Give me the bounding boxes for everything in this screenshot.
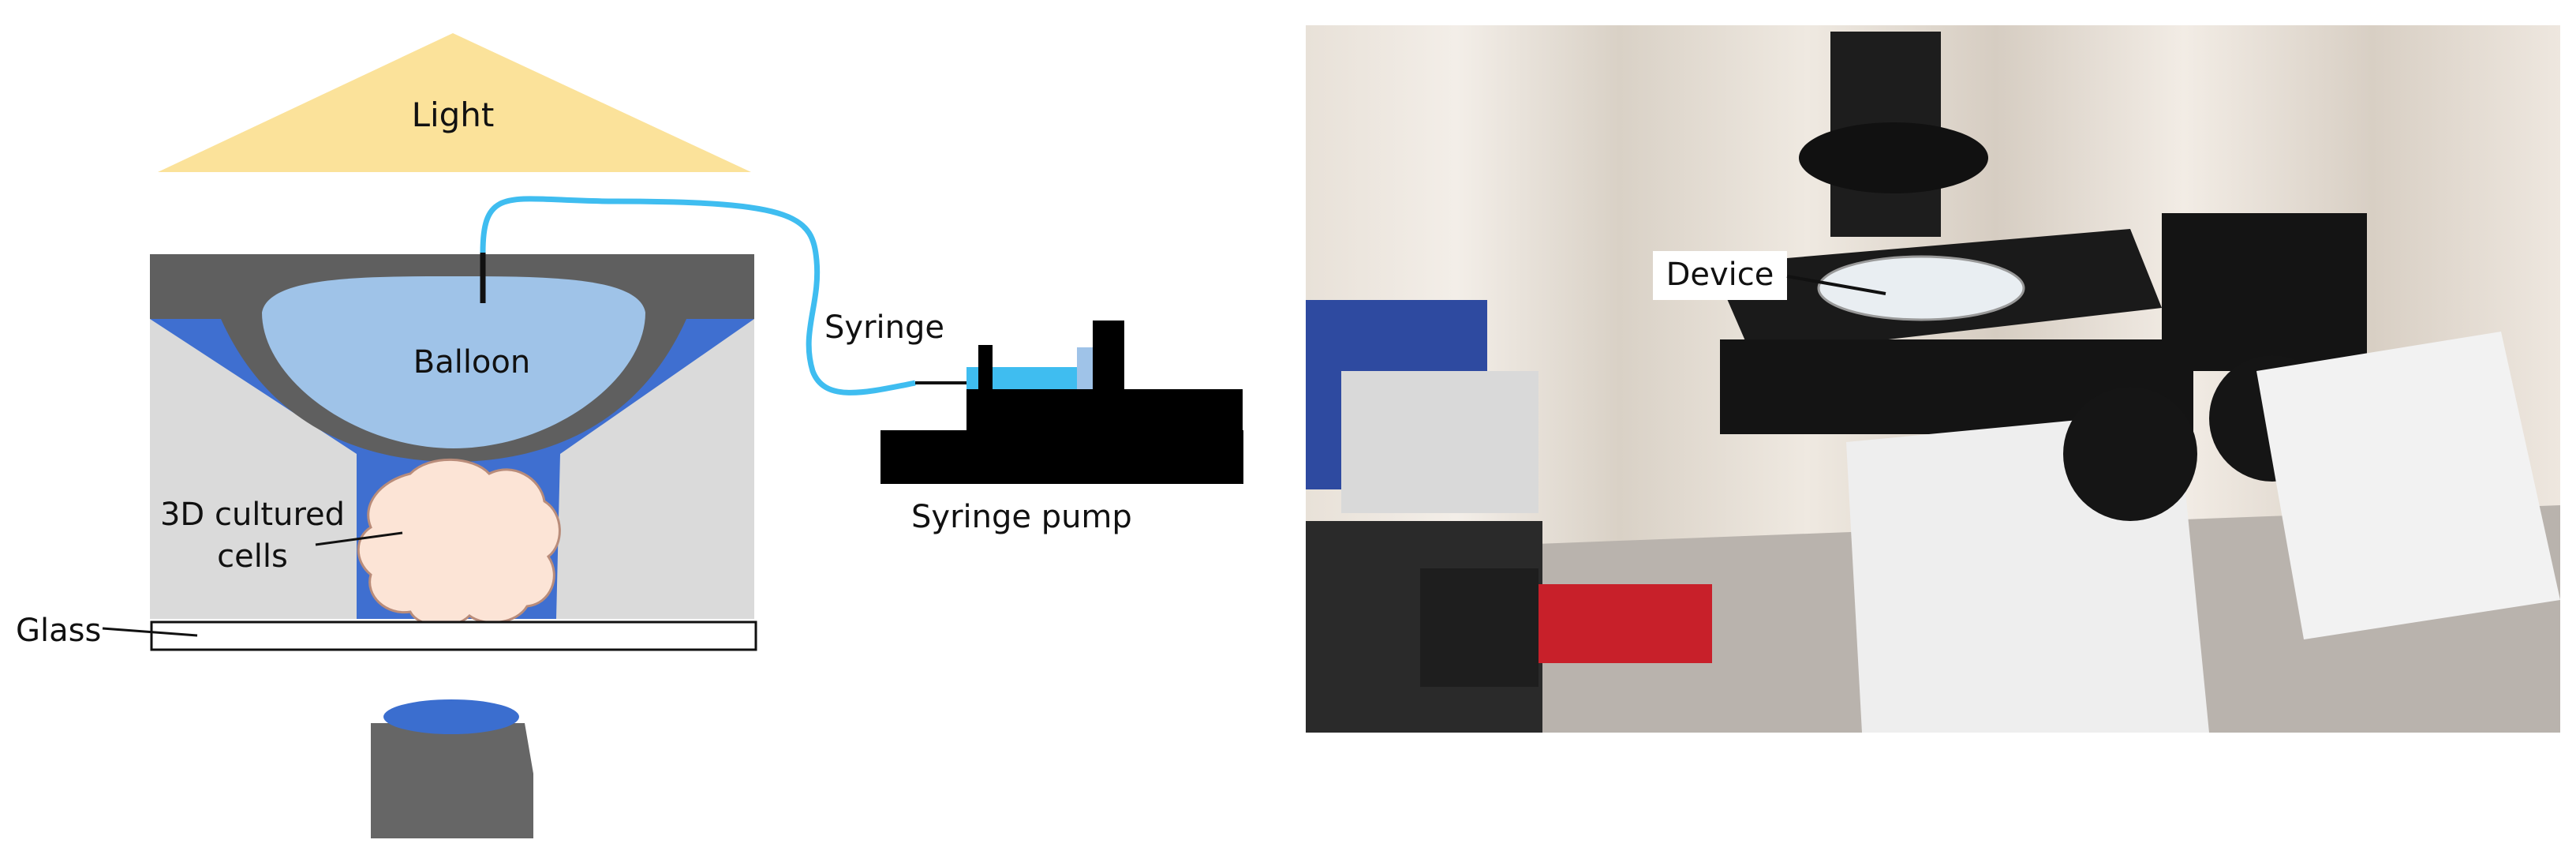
device-on-stage xyxy=(1817,255,2025,321)
light-triangle xyxy=(158,33,751,172)
device-label: Device xyxy=(1666,257,1774,293)
light-label: Light xyxy=(412,96,495,134)
light-source-box xyxy=(2256,332,2560,639)
glass-label: Glass xyxy=(16,613,101,649)
schematic-diagram: Light Balloon 3D cultured cells Glass xyxy=(16,33,1243,838)
pump-label: Syringe pump xyxy=(911,499,1132,535)
syringe-label: Syringe xyxy=(824,309,944,346)
syringe-clamp-right xyxy=(1093,321,1124,392)
balloon-label: Balloon xyxy=(413,344,530,381)
objective-lens xyxy=(371,723,533,838)
syringe-clamp-left xyxy=(978,345,993,389)
controller-box xyxy=(1341,371,1538,513)
objective-lens-top xyxy=(383,699,519,734)
dark-equipment-right xyxy=(2162,213,2367,371)
pump-base xyxy=(880,430,1243,484)
condenser-ring xyxy=(1799,122,1988,193)
syringe-tube xyxy=(480,196,916,396)
glass-leader-line xyxy=(102,627,198,637)
glass-slide xyxy=(150,620,757,651)
microscope-photo: Device xyxy=(1306,25,2560,733)
syringe-pump xyxy=(880,321,1243,484)
device-leader-line xyxy=(1786,275,1886,295)
cultured-cells xyxy=(357,458,561,628)
balloon xyxy=(262,276,645,448)
eyepiece-left xyxy=(2063,387,2197,521)
cells-leader-line xyxy=(315,531,403,546)
device-label-box xyxy=(1653,251,1787,300)
cells-label-line1: 3D cultured xyxy=(160,497,345,533)
cells-label-line2: cells xyxy=(217,538,288,575)
syringe-plunger-head xyxy=(1077,347,1093,395)
red-camera xyxy=(1531,584,1712,663)
camera-mount xyxy=(1420,568,1538,687)
